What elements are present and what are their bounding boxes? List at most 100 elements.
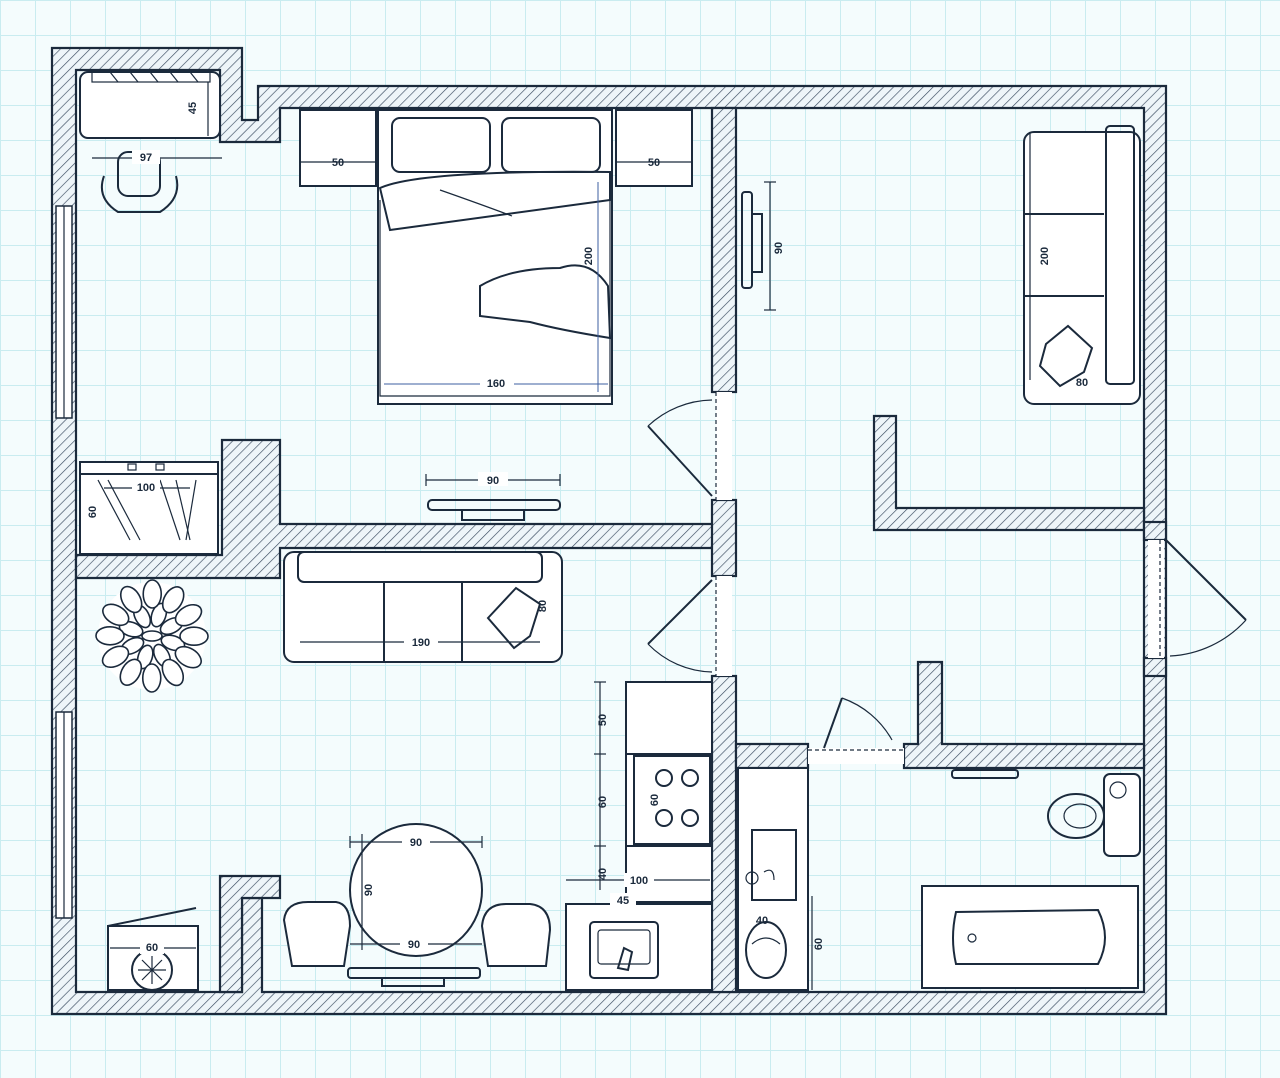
dim-chair-width: 97 [140,152,152,164]
hall-sofa[interactable]: 200 80 [1023,125,1141,405]
burner-3[interactable] [655,809,673,827]
dim-basin: 40 [756,915,768,927]
tap-icon [763,869,775,881]
duvet-fold [378,170,611,232]
door-bedroom-leaf [647,425,713,497]
wall-living-hall-lower [710,674,738,994]
nightstand-left[interactable]: 50 [299,109,377,187]
plant-leaf [119,585,143,614]
wardrobe-body [79,461,219,555]
chair-seat [100,175,179,213]
tv-hall-stand [751,213,763,273]
stove-top [633,755,711,845]
door-living-opening [716,576,732,676]
tv-bedroom-screen [427,499,561,511]
towel-rail[interactable] [951,769,1019,779]
nightstand-right[interactable]: 50 [615,109,693,187]
stove-cabinet [625,753,713,847]
plant[interactable] [95,579,209,693]
dim-stove-inner: 60 [649,794,661,806]
wall-bedroom-hall-upper [710,106,738,394]
flush-button-icon[interactable] [1109,781,1127,799]
bathtub-basin [952,908,1106,965]
wardrobe[interactable]: 100 60 [79,461,219,555]
door-bathroom-leaf [823,697,843,749]
plant-leaf [142,579,163,609]
wall-entrance-top [1142,520,1168,542]
wall-bathroom [734,742,810,770]
washing-machine[interactable]: 60 [107,907,199,991]
bathroom-vanity[interactable]: 40 60 [737,767,825,991]
tv-bedroom[interactable]: 90 [425,472,561,521]
snowflake-icon [138,956,166,984]
nightstand-right-top [615,109,693,187]
toilet-seat [1063,803,1097,829]
wall-entrance-bottom [1142,656,1168,678]
door-living-swing[interactable] [647,643,713,673]
double-bed[interactable]: 200 160 [377,109,613,405]
burner-2[interactable] [681,769,699,787]
tv-hall-screen [741,191,753,289]
walls [50,46,1168,1016]
plant-leaf [174,645,202,669]
bathroom: 40 60 [737,767,1141,991]
nightstand-left-top [299,109,377,187]
living-sofa-cushion [486,586,542,650]
wall-hall-closet [872,414,1146,532]
entrance-door-leaf [1165,539,1247,621]
dining-chair-left [282,901,352,967]
dim-tv-bedroom: 90 [487,475,499,487]
plant-leaf [161,586,185,614]
dining-set[interactable]: 90 90 90 [282,823,552,987]
dim-counter-top: 50 [597,714,609,726]
dim-tv-hall: 90 [773,242,785,254]
hall-sofa-back [1105,125,1135,385]
dim-nightstand-left: 50 [332,157,344,169]
dim-stove: 60 [597,796,609,808]
sink-bowl [589,921,659,979]
washer-body [107,925,199,991]
door-bathroom-swing[interactable] [841,697,893,741]
dining-chair-right [480,903,552,967]
bathtub[interactable] [921,885,1139,989]
basin-bowl [745,921,787,979]
dim-table-width-bottom: 90 [408,939,420,951]
plant-leaf [141,630,163,642]
dim-table-width-top: 90 [410,837,422,849]
door-bedroom-swing[interactable] [647,399,713,427]
wall-bedroom-hall-mid [710,498,738,578]
towel-rail-bar [951,769,1019,779]
tv-hall[interactable]: 90 [741,181,785,311]
faucet-icon[interactable] [616,946,634,972]
bathtub-body [921,885,1139,989]
sink-basin [597,929,651,965]
soap-icon [745,871,759,885]
plant-leaf [179,626,209,647]
plant-leaf [161,658,185,687]
tv-bedroom-stand [461,509,525,521]
drain-icon [967,933,977,943]
door-living-leaf [647,579,713,645]
desk-hatch [91,71,211,83]
dim-nightstand-right: 50 [648,157,660,169]
burner-1[interactable] [655,769,673,787]
dim-hall-sofa-depth: 80 [1076,377,1088,389]
desk-chair[interactable]: 97 [92,150,222,213]
door-bedroom-opening [716,392,732,500]
toilet[interactable] [1047,773,1141,857]
kitchen-sink[interactable]: 45 [565,893,713,991]
bed-frame [377,109,613,405]
dining-table [349,823,483,957]
vanity-cabinet [737,767,809,991]
dim-counter-run: 100 [630,875,648,887]
dim-hall-sofa-length: 200 [1039,247,1051,265]
burner-4[interactable] [681,809,699,827]
dim-sink-width: 45 [617,895,629,907]
desk: 45 [79,71,221,139]
living-room: 190 80 50 60 60 40 100 [95,551,713,991]
pillow-left [391,117,491,173]
living-sofa[interactable]: 190 80 [283,551,563,663]
kitchen-counter[interactable]: 50 60 60 40 100 [566,681,713,903]
entrance-door-swing[interactable] [1169,619,1247,657]
